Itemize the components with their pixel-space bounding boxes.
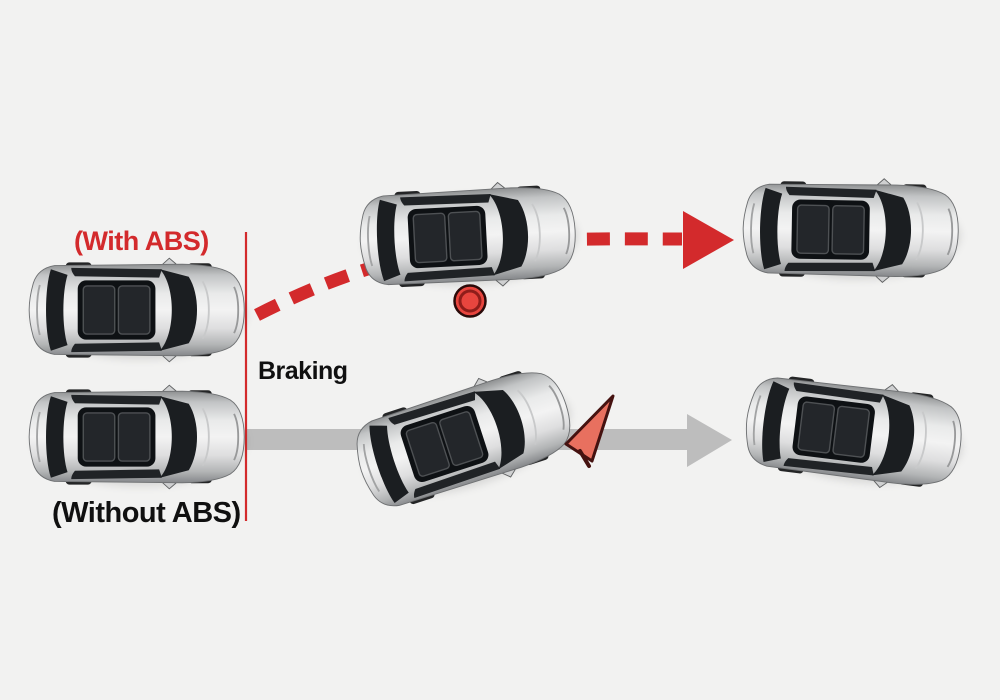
wheel-marker-icon	[453, 284, 487, 318]
car-noabs-end	[741, 368, 970, 497]
with-abs-label: (With ABS)	[74, 226, 209, 256]
abs-arrowhead-icon	[683, 211, 734, 269]
no-abs-arrowhead-icon	[687, 414, 732, 467]
car-abs-braking	[358, 178, 581, 293]
car-noabs-start	[29, 385, 247, 489]
braking-label: Braking	[258, 357, 348, 385]
car-abs-start	[29, 258, 247, 362]
skid-marker-icon	[564, 394, 615, 468]
abs-path	[254, 211, 734, 321]
car-abs-stopped	[742, 176, 962, 283]
without-abs-label: (Without ABS)	[52, 497, 241, 529]
car-noabs-skidding	[345, 354, 584, 520]
